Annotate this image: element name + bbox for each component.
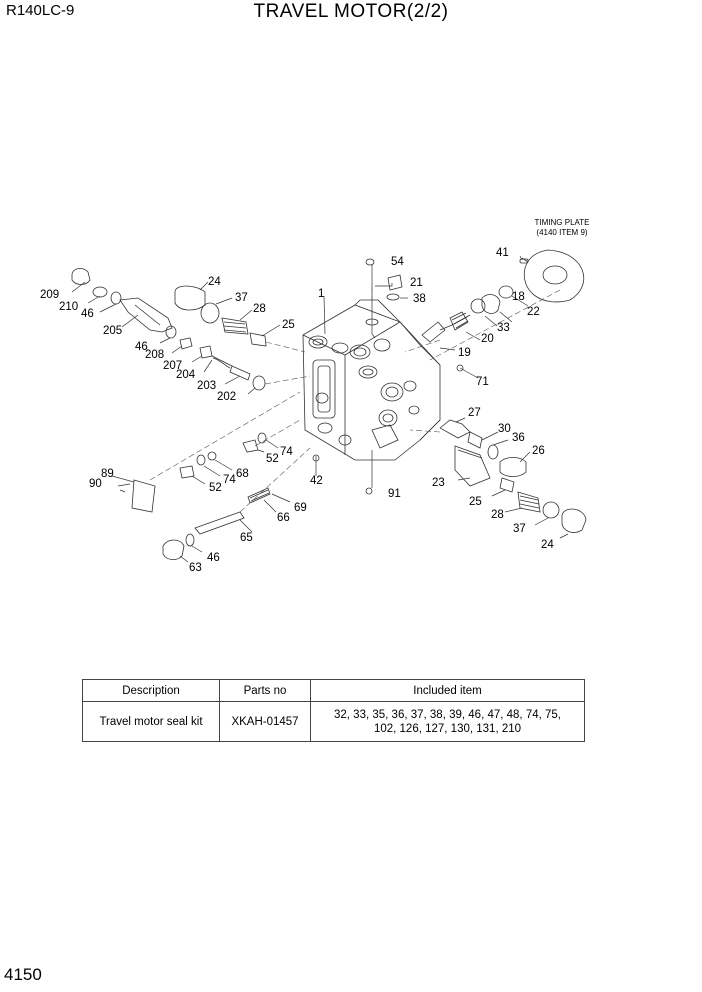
callout-label: 19 [458,347,471,359]
callout-label: 42 [310,475,323,487]
callout-label: 54 [391,256,404,268]
part-drawings [71,249,587,560]
callout-label: 66 [277,512,290,524]
col-parts-no-header: Parts no [219,679,311,702]
callout-label: 36 [512,432,525,444]
callout-label: 90 [89,478,102,490]
callout-label: 33 [497,322,510,334]
callout-label: 26 [532,445,545,457]
callout-label: 207 [163,360,182,372]
callout-label: 1 [318,288,324,300]
col-included-item-header: Included item [310,679,585,702]
parts-no-cell: XKAH-01457 [219,701,311,742]
callout-label: 208 [145,349,164,361]
callout-label: 74 [280,446,293,458]
callout-label: 89 [101,468,114,480]
callout-label: 46 [135,341,148,353]
callout-label: 24 [541,539,554,551]
callout-label: 71 [476,376,489,388]
callout-label: 210 [59,301,78,313]
callout-label: 41 [496,247,509,259]
page-title: TRAVEL MOTOR(2/2) [253,1,449,22]
callout-label: 20 [481,333,494,345]
callout-label: 24 [208,276,221,288]
small-fittings [312,364,464,495]
callout-label: 21 [410,277,423,289]
callout-label: 204 [176,369,196,381]
callout-label: 37 [513,523,526,535]
callout-label: 25 [282,319,295,331]
callout-label: 202 [217,391,236,403]
description-cell: Travel motor seal kit [82,701,220,742]
callout-label: 91 [388,488,401,500]
callout-label: 74 [223,474,236,486]
table-header-row: Description Parts no Included item [82,679,585,702]
callout-label: 203 [197,380,216,392]
callout-label: 63 [189,562,202,574]
motor-housing [302,299,441,461]
callout-label: 38 [413,293,426,305]
callout-label: 22 [527,306,540,318]
callout-label: 18 [512,291,525,303]
callout-label: 23 [432,477,445,489]
seal-kit-table: Description Parts no Included item Trave… [82,679,585,742]
model-code: R140LC-9 [6,2,75,19]
callout-label: 30 [498,423,511,435]
included-items-line: 32, 33, 35, 36, 37, 38, 39, 46, 47, 48, … [334,708,561,721]
callout-label: 28 [253,303,266,315]
page-number: 4150 [4,965,42,984]
callout-label: 25 [469,496,482,508]
callout-label: 68 [236,468,249,480]
part-callouts: 1 18 19 20 21 22 23 24 24 25 25 26 27 28… [40,247,554,574]
col-description-header: Description [82,679,220,702]
callout-label: 28 [491,509,504,521]
timing-plate [519,249,585,303]
included-item-cell: 32, 33, 35, 36, 37, 38, 39, 46, 47, 48, … [310,701,585,742]
callout-label: 46 [81,308,94,320]
callout-label: 52 [266,453,279,465]
callout-label: 65 [240,532,253,544]
left-parts [71,268,267,391]
included-items-line: 102, 126, 127, 130, 131, 210 [373,722,522,735]
right-parts [365,258,587,533]
callout-label: 46 [207,552,220,564]
timing-plate-note: TIMING PLATE [535,218,590,227]
callout-label: 52 [209,482,222,494]
assembly-lines [149,286,561,513]
callout-label: 69 [294,502,307,514]
callout-label: 27 [468,407,481,419]
timing-plate-note-ref: (4140 ITEM 9) [536,228,587,237]
callout-label: 37 [235,292,248,304]
callout-label: 205 [103,325,122,337]
table-row: Travel motor seal kit XKAH-01457 32, 33,… [82,701,585,742]
callout-label: 209 [40,289,59,301]
